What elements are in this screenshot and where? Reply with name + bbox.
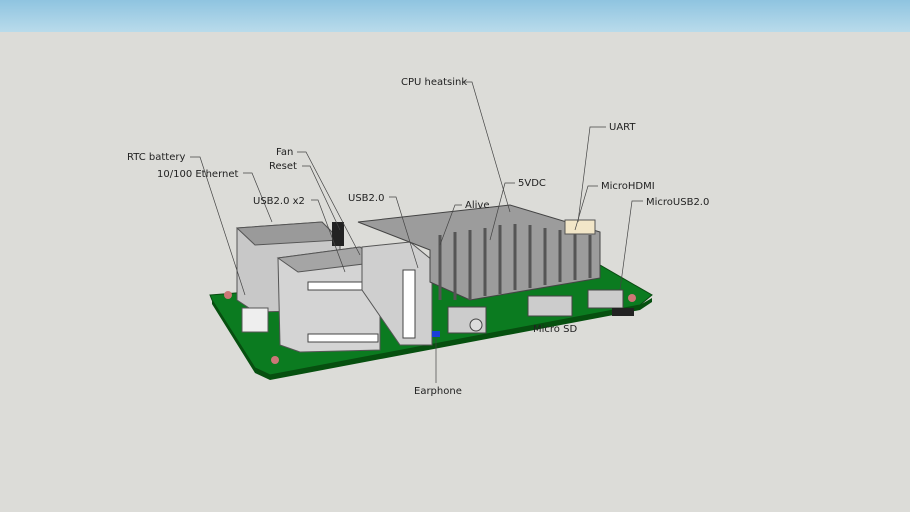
mount-hole (628, 294, 636, 302)
label-usb-x2: USB2.0 x2 (253, 196, 305, 207)
microusb-port (587, 289, 624, 309)
microsd-slot (527, 295, 573, 317)
mount-hole (224, 291, 232, 299)
label-cpu-heatsink: CPU heatsink (401, 77, 467, 88)
usb-slot (307, 333, 379, 343)
label-ethernet: 10/100 Ethernet (157, 169, 239, 180)
pcb-edge (212, 298, 652, 380)
uart-connector (564, 219, 596, 235)
label-reset: Reset (269, 161, 297, 172)
label-earphone: Earphone (414, 386, 462, 397)
leader-lines (190, 81, 643, 383)
rtc-connector (241, 307, 269, 333)
usb-slot (402, 269, 416, 339)
label-5vdc: 5VDC (518, 178, 546, 189)
label-microsd: Micro SD (533, 324, 577, 335)
label-uart: UART (609, 122, 636, 133)
label-rtc-battery: RTC battery (127, 152, 185, 163)
label-alive: Alive (465, 200, 489, 211)
cpu-heatsink (357, 204, 601, 301)
sky-background (0, 0, 910, 32)
earphone-jack (432, 331, 440, 337)
label-microhdmi: MicroHDMI (601, 181, 655, 192)
mount-hole (271, 356, 279, 364)
label-microusb: MicroUSB2.0 (646, 197, 709, 208)
power-jack-hole (469, 318, 483, 332)
fan-connector (332, 222, 344, 246)
microusb-underside (612, 308, 634, 316)
label-fan: Fan (276, 147, 293, 158)
label-usb: USB2.0 (348, 193, 384, 204)
